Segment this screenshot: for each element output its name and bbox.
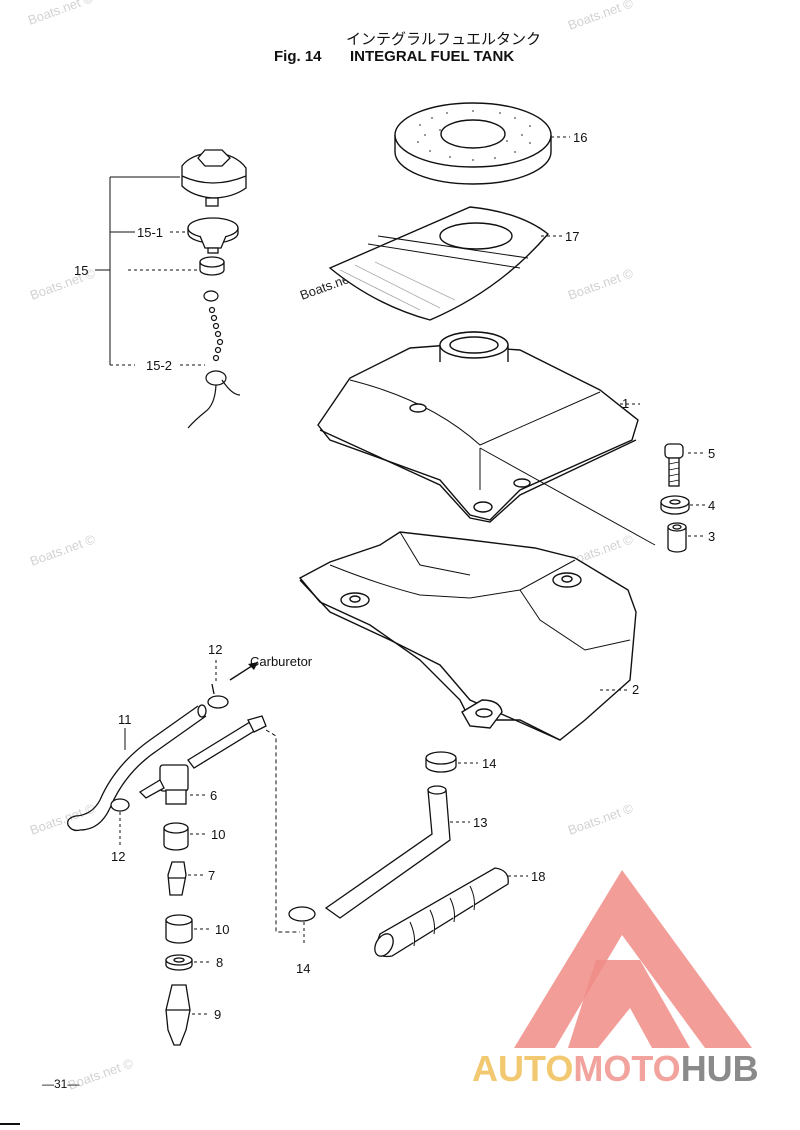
watermark: Boats.net ©	[26, 0, 96, 28]
callout-4: 4	[708, 498, 715, 513]
callout-8: 8	[216, 955, 223, 970]
callout-11: 11	[118, 712, 132, 727]
logo-part-hub: HUB	[680, 1048, 759, 1089]
automotohub-logo-text: AUTOMOTOHUB	[472, 1048, 759, 1090]
watermark: Boats.net ©	[566, 800, 636, 838]
part-8-washer	[165, 954, 193, 971]
assembly-line-3	[479, 447, 656, 546]
part-2-lower-tank	[298, 531, 637, 741]
figure-title: Fig. 14 INTEGRAL FUEL TANK	[274, 48, 514, 65]
callout-15: 15	[74, 263, 88, 278]
part-10-spacer-lower	[165, 914, 193, 944]
callout-6: 6	[210, 788, 217, 803]
part-15-clip	[199, 256, 225, 276]
callout-2: 2	[632, 682, 639, 697]
part-3-collar	[667, 522, 687, 553]
watermark: Boats.net ©	[566, 265, 636, 303]
part-4-washer	[660, 495, 690, 515]
callout-16: 16	[573, 130, 587, 145]
callout-15-1: 15-1	[137, 225, 163, 240]
callout-15-2: 15-2	[146, 358, 172, 373]
part-15-2-chain	[187, 290, 241, 429]
watermark: Boats.net ©	[28, 800, 98, 838]
part-15-1-cap-gasket	[187, 217, 239, 254]
title-japanese: インテグラルフュエルタンク	[346, 30, 542, 48]
callout-12-upper: 12	[208, 642, 222, 657]
part-18-protector	[374, 867, 509, 958]
part-7-joint	[167, 861, 187, 896]
part-13-hose	[324, 785, 451, 919]
callout-7: 7	[208, 868, 215, 883]
part-12-clip-lower	[110, 798, 130, 812]
part-17-gasket	[328, 206, 550, 321]
figure-caption: INTEGRAL FUEL TANK	[350, 48, 515, 65]
callout-10-upper: 10	[211, 827, 225, 842]
part-10-spacer-upper	[163, 822, 189, 851]
callout-5: 5	[708, 446, 715, 461]
part-14-clip-lower	[288, 906, 316, 922]
assembly-line-fuel	[265, 729, 300, 933]
callout-14-upper: 14	[482, 756, 496, 771]
part-15-fuel-cap	[181, 149, 247, 207]
automotohub-logo-mark	[514, 870, 752, 1048]
callout-1: 1	[622, 396, 629, 411]
carburetor-label: Carburetor	[250, 654, 313, 669]
part-12-clip-upper	[207, 683, 229, 709]
part-9-strainer	[165, 984, 191, 1046]
callout-17: 17	[565, 229, 579, 244]
part-1-upper-tank	[317, 331, 639, 523]
part-14-clip-upper	[425, 751, 457, 773]
bracket-15	[95, 176, 205, 366]
part-6-fuel-cock	[138, 715, 267, 805]
page-number: —31—	[42, 1077, 80, 1091]
callout-10-lower: 10	[215, 922, 229, 937]
callout-18: 18	[531, 869, 545, 884]
watermark: Boats.net ©	[566, 0, 636, 33]
logo-part-auto: AUTO	[472, 1048, 574, 1089]
logo-part-moto: MOTO	[573, 1048, 681, 1089]
part-16-filter-ring	[394, 102, 552, 185]
part-11-hose	[67, 704, 207, 832]
part-5-bolt	[664, 443, 684, 487]
callout-3: 3	[708, 529, 715, 544]
callout-labels: 1 2 3 4 5 6 7 8 9 10 10 11 12 12 13 14 1…	[74, 130, 715, 1022]
callout-13: 13	[473, 815, 487, 830]
figure-number: Fig. 14	[274, 48, 322, 65]
callout-14-lower: 14	[296, 961, 310, 976]
callout-9: 9	[214, 1007, 221, 1022]
carburetor-arrowhead	[248, 662, 258, 670]
callout-12-lower: 12	[111, 849, 125, 864]
watermark: Boats.net ©	[28, 531, 98, 569]
